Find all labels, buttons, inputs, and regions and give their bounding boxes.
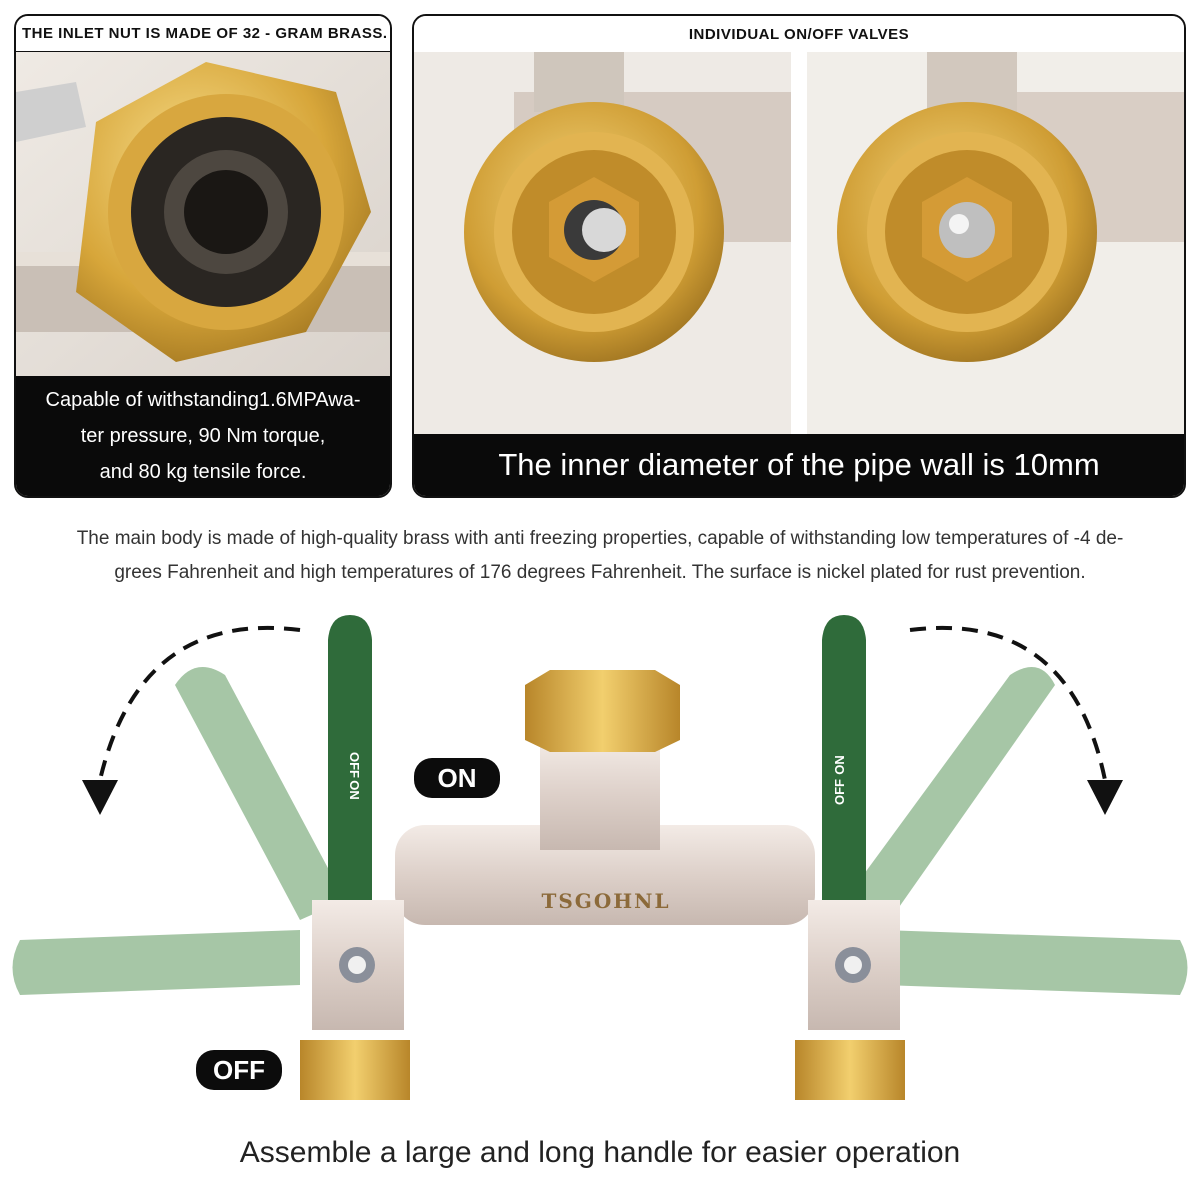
ghost-handle-right-horizontal <box>880 930 1188 995</box>
on-position-label: ON <box>414 758 500 798</box>
handle-diagram: TSGOHNL OFF ON ON OFF <box>0 600 1200 1120</box>
spec-line-3: and 80 kg tensile force. <box>99 461 307 483</box>
left-handle-label-off: OFF <box>347 752 362 778</box>
photo-divider <box>791 52 807 440</box>
ghost-handle-left-diagonal <box>175 667 345 920</box>
valve-closed-photo <box>807 52 1184 440</box>
right-handle-label-off: OFF <box>832 779 847 805</box>
description-line-2: grees Fahrenheit and high temperatures o… <box>114 562 1086 583</box>
material-description: The main body is made of high-quality br… <box>14 522 1186 590</box>
brand-mark: TSGOHNL <box>541 889 670 913</box>
valves-panel: INDIVIDUAL ON/OFF VALVES <box>412 14 1186 498</box>
inlet-nut-caption: THE INLET NUT IS MADE OF 32 - GRAM BRASS… <box>16 16 390 52</box>
right-handle-label-on: ON <box>832 755 847 775</box>
left-handle-label-on: ON <box>347 780 362 800</box>
inlet-nut-photo <box>16 52 390 378</box>
pipe-diameter-note: The inner diameter of the pipe wall is 1… <box>414 434 1184 496</box>
inlet-nut-panel: THE INLET NUT IS MADE OF 32 - GRAM BRASS… <box>14 14 392 498</box>
ghost-handle-right-diagonal <box>845 667 1055 920</box>
spec-line-1: Capable of withstanding1.6MPAwa- <box>45 389 361 411</box>
spec-line-2: ter pressure, 90 Nm torque, <box>80 425 326 447</box>
off-position-label: OFF <box>196 1050 282 1090</box>
description-line-1: The main body is made of high-quality br… <box>76 528 1124 549</box>
footer-tagline: Assemble a large and long handle for eas… <box>239 1136 961 1169</box>
ghost-handle-left-horizontal <box>12 930 300 995</box>
valve-open-photo <box>414 52 791 440</box>
inlet-nut-specs: Capable of withstanding1.6MPAwa- ter pre… <box>16 376 390 496</box>
valves-caption: INDIVIDUAL ON/OFF VALVES <box>414 16 1184 52</box>
